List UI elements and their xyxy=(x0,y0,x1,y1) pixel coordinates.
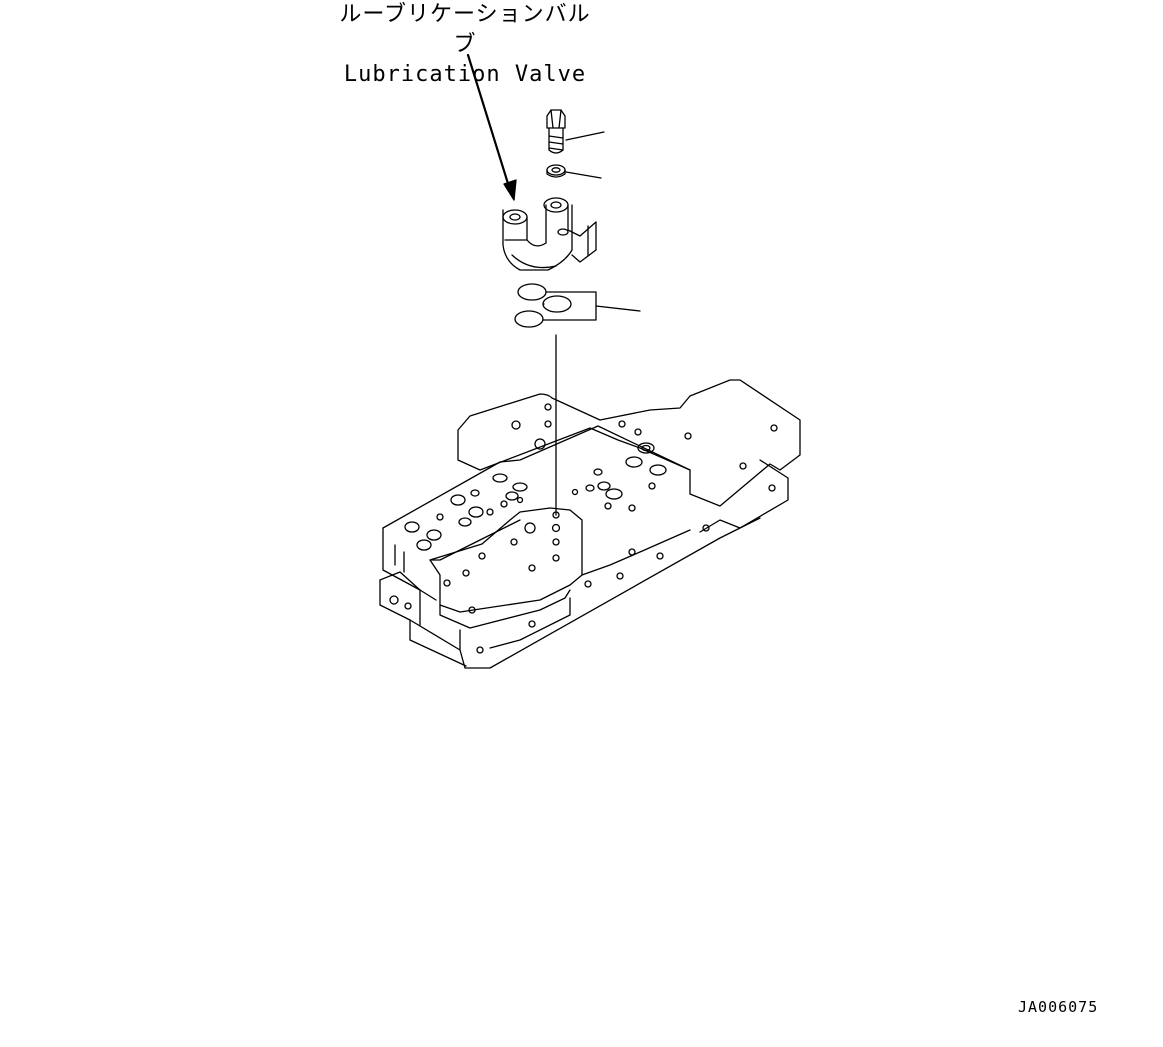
drawing-reference-code: JA006075 xyxy=(1018,998,1099,1016)
bolt-part xyxy=(546,109,566,154)
callout-label-english: Lubrication Valve xyxy=(343,62,587,87)
lubrication-valve-callout: ルーブリケーションバルブ Lubrication Valve xyxy=(330,0,600,90)
valve-plate-assembly xyxy=(379,379,801,669)
callout-leader-arrow xyxy=(466,53,517,201)
bolt-leader-line xyxy=(565,131,605,141)
lubrication-valve-part xyxy=(502,197,597,271)
callout-label-japanese: ルーブリケーションバルブ xyxy=(339,2,591,57)
washer-part xyxy=(546,164,566,178)
washer-leader-line xyxy=(565,171,602,179)
o-ring-leader-line xyxy=(595,305,641,312)
o-rings-part xyxy=(514,283,597,328)
